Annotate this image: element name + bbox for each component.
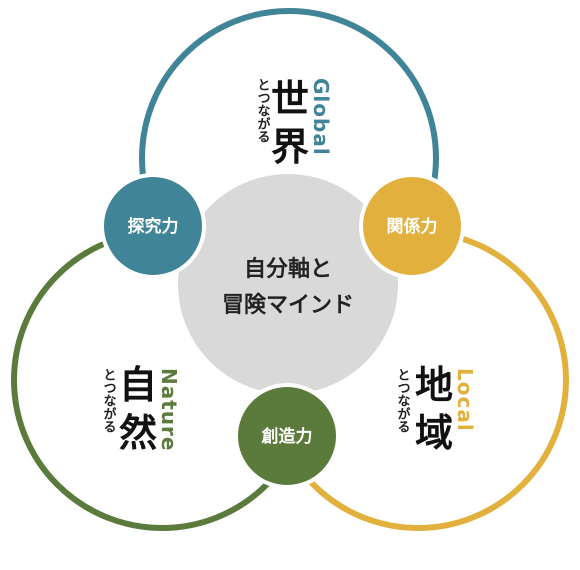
center-label-line1: 自分軸と: [244, 256, 332, 282]
global-kana: とつながる: [255, 78, 271, 143]
center-circle: [178, 174, 398, 394]
node-inquiry-label: 探究力: [128, 216, 179, 237]
nature-kanji-1: 自: [119, 363, 157, 407]
nature-kana: とつながる: [101, 368, 117, 433]
global-kanji-1: 世: [271, 77, 309, 121]
nature-kanji-2: 然: [119, 411, 157, 455]
global-kanji-2: 界: [271, 125, 309, 169]
local-kanji-2: 域: [415, 411, 453, 455]
node-inquiry-circle: [100, 173, 206, 279]
local-english: Local: [453, 368, 477, 432]
global-english: Global: [309, 78, 333, 156]
local-kana: とつながる: [395, 368, 411, 433]
node-relation-circle: [359, 173, 465, 279]
center-label-line2: 冒険マインド: [222, 293, 354, 318]
node-creation-circle: [234, 383, 340, 489]
local-kanji-1: 地: [415, 363, 453, 407]
node-creation-label: 創造力: [261, 426, 313, 447]
nature-english: Nature: [157, 368, 181, 451]
node-relation-label: 関係力: [387, 216, 438, 237]
